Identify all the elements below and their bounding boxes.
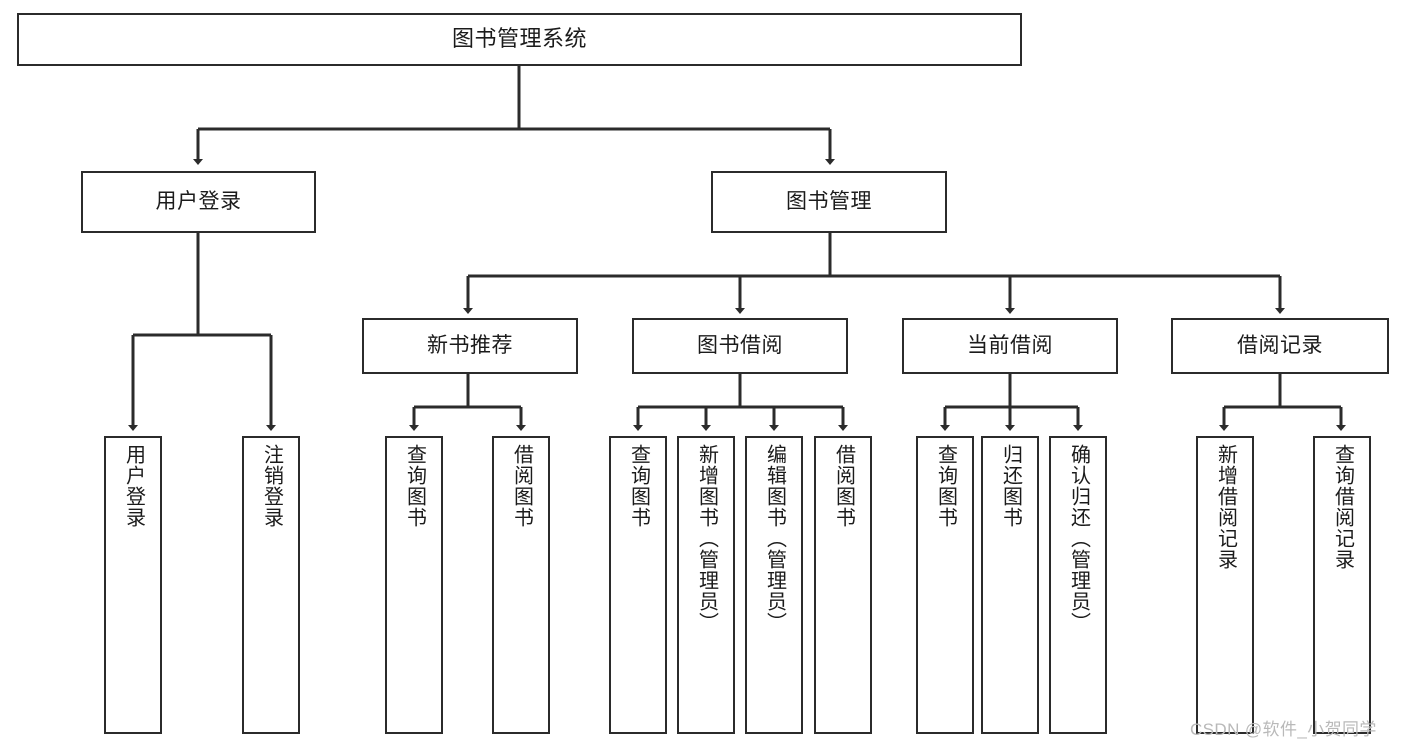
node-label: 借阅图书 <box>510 444 533 528</box>
node-label: 借阅记录 <box>1237 334 1323 358</box>
node-label: 图书借阅 <box>697 334 783 358</box>
node-label: 查询图书 <box>934 444 957 528</box>
leaf-borrow-edit-book-admin[interactable]: 编辑图书（管理员） <box>745 436 803 734</box>
node-label: 图书管理系统 <box>451 26 587 52</box>
node-label: 查询借阅记录 <box>1331 444 1354 570</box>
node-label: 用户登录 <box>122 444 145 528</box>
watermark-text: CSDN @软件_小贺同学 <box>1190 720 1377 739</box>
leaf-record-query-record[interactable]: 查询借阅记录 <box>1313 436 1371 734</box>
node-current-borrow[interactable]: 当前借阅 <box>902 318 1118 374</box>
leaf-current-return-book[interactable]: 归还图书 <box>981 436 1039 734</box>
node-root-system[interactable]: 图书管理系统 <box>17 13 1022 66</box>
node-new-book-recommend[interactable]: 新书推荐 <box>362 318 578 374</box>
node-label: 借阅图书 <box>832 444 855 528</box>
leaf-record-add-record[interactable]: 新增借阅记录 <box>1196 436 1254 734</box>
node-borrow-record[interactable]: 借阅记录 <box>1171 318 1389 374</box>
node-label: 确认归还（管理员） <box>1067 444 1090 633</box>
node-label: 图书管理 <box>786 190 872 214</box>
leaf-recommend-query-book[interactable]: 查询图书 <box>385 436 443 734</box>
node-label: 当前借阅 <box>967 334 1053 358</box>
node-book-borrow[interactable]: 图书借阅 <box>632 318 848 374</box>
leaf-recommend-borrow-book[interactable]: 借阅图书 <box>492 436 550 734</box>
node-label: 注销登录 <box>260 444 283 528</box>
leaf-user-login-logout[interactable]: 注销登录 <box>242 436 300 734</box>
leaf-current-confirm-return-admin[interactable]: 确认归还（管理员） <box>1049 436 1107 734</box>
node-label: 查询图书 <box>403 444 426 528</box>
node-label: 新书推荐 <box>427 334 513 358</box>
node-label: 归还图书 <box>999 444 1022 528</box>
node-label: 新增借阅记录 <box>1214 444 1237 570</box>
leaf-user-login-login[interactable]: 用户登录 <box>104 436 162 734</box>
leaf-borrow-query-book[interactable]: 查询图书 <box>609 436 667 734</box>
node-user-login[interactable]: 用户登录 <box>81 171 316 233</box>
node-book-management[interactable]: 图书管理 <box>711 171 947 233</box>
leaf-current-query-book[interactable]: 查询图书 <box>916 436 974 734</box>
leaf-borrow-add-book-admin[interactable]: 新增图书（管理员） <box>677 436 735 734</box>
node-label: 新增图书（管理员） <box>695 444 718 633</box>
node-label: 用户登录 <box>155 190 242 214</box>
leaf-borrow-borrow-book[interactable]: 借阅图书 <box>814 436 872 734</box>
node-label: 查询图书 <box>627 444 650 528</box>
node-label: 编辑图书（管理员） <box>763 444 786 633</box>
